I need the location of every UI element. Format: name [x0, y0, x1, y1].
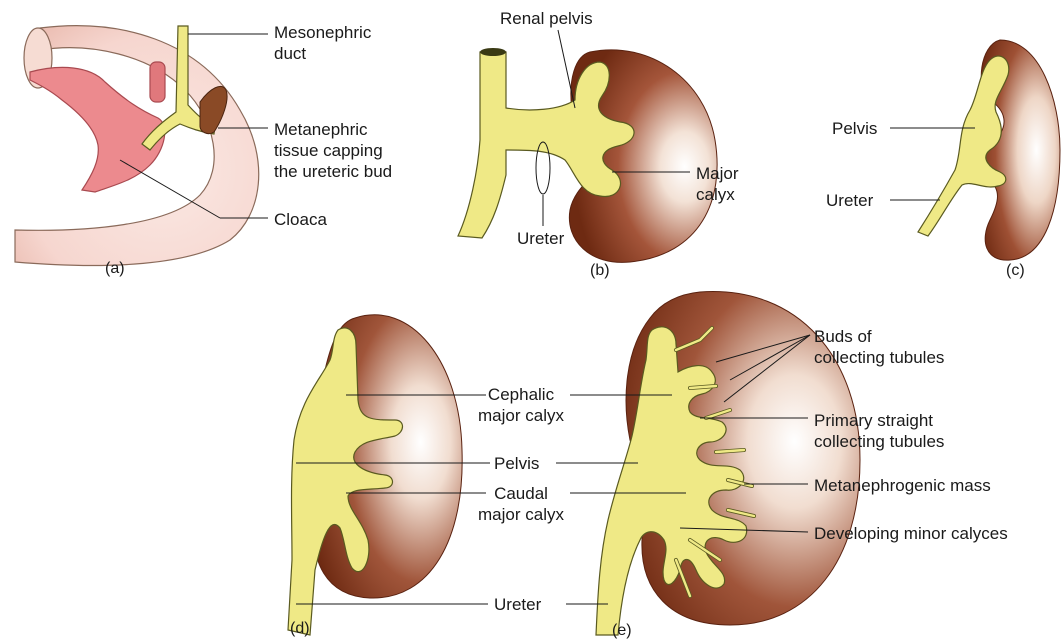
allantois-tube: [150, 62, 165, 102]
caption-d: (d): [290, 620, 310, 638]
label-metanephric-tissue: Metanephric tissue capping the ureteric …: [274, 119, 392, 182]
label-cephalic-major-calyx: Cephalic major calyx: [470, 384, 572, 426]
caption-c: (c): [1006, 262, 1025, 280]
panel-c-drawing: [918, 40, 1060, 260]
duct-opening-b: [480, 48, 506, 56]
caption-b: (b): [590, 262, 610, 280]
label-primary-straight: Primary straight collecting tubules: [814, 410, 944, 452]
panel-d-drawing: [288, 315, 462, 635]
label-ureter-de: Ureter: [494, 594, 541, 615]
label-renal-pelvis: Renal pelvis: [500, 8, 593, 29]
label-ureter-b: Ureter: [517, 228, 564, 249]
label-ureter-c: Ureter: [826, 190, 873, 211]
cloaca-shape: [30, 67, 165, 192]
label-mesonephric-duct: Mesonephric duct: [274, 22, 371, 64]
caption-e: (e): [612, 622, 632, 640]
label-pelvis-de: Pelvis: [494, 453, 539, 474]
label-minor-calyces: Developing minor calyces: [814, 523, 1008, 544]
label-major-calyx: Major calyx: [696, 163, 739, 205]
panel-a-drawing: [15, 26, 259, 266]
label-cloaca: Cloaca: [274, 209, 327, 230]
leader-renal-pelvis: [558, 30, 575, 108]
caption-a: (a): [105, 260, 125, 278]
label-buds: Buds of collecting tubules: [814, 326, 944, 368]
label-caudal-major-calyx: Caudal major calyx: [470, 483, 572, 525]
label-pelvis-c: Pelvis: [832, 118, 877, 139]
label-metanephrogenic-mass: Metanephrogenic mass: [814, 475, 991, 496]
panel-b-drawing: [458, 48, 717, 262]
